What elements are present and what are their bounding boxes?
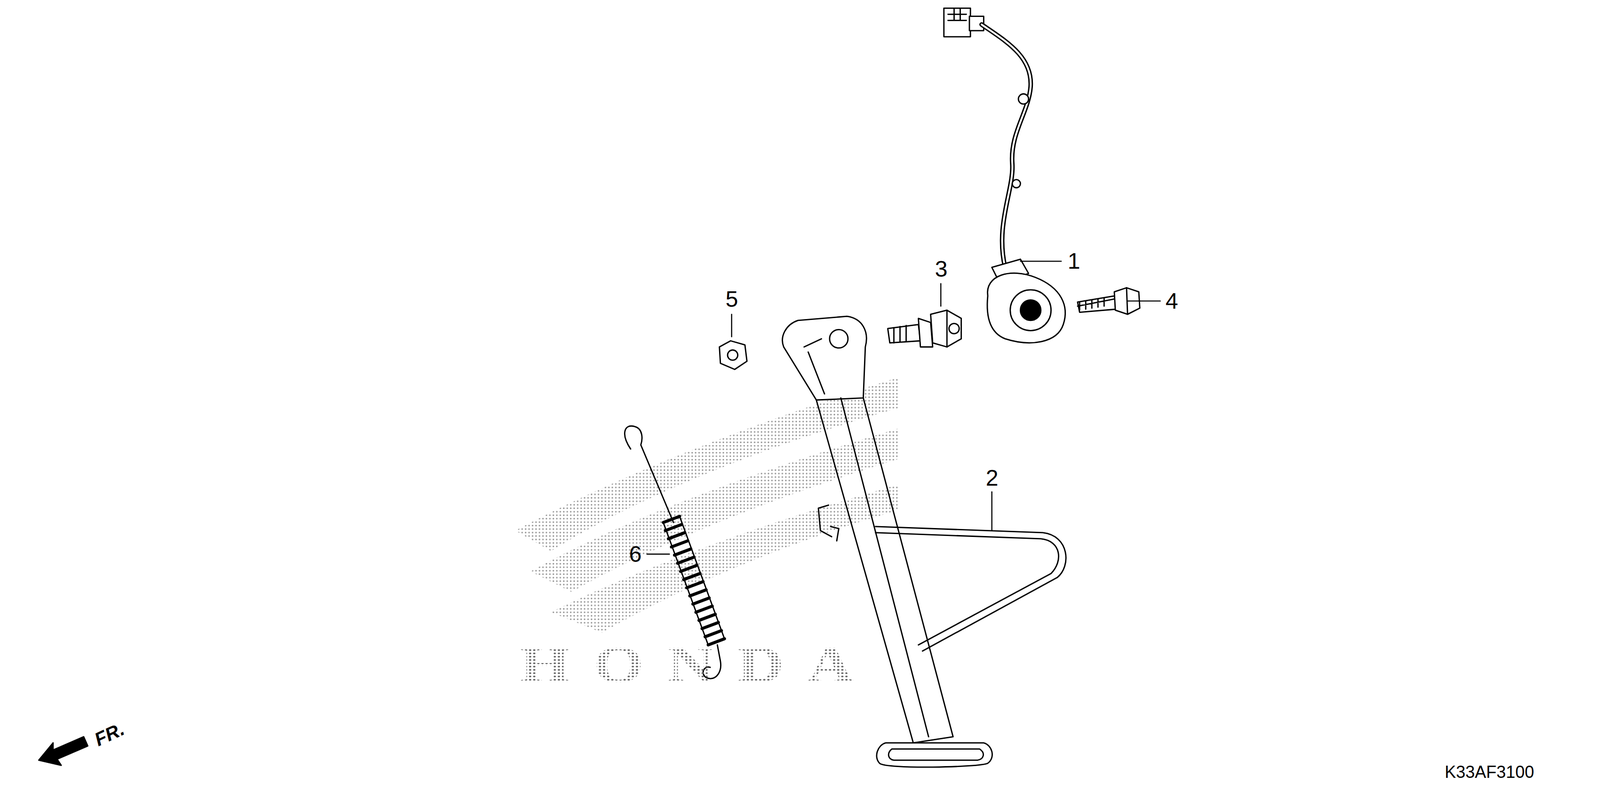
callout-number: 5 xyxy=(725,288,739,311)
brand-watermark: HONDA xyxy=(520,638,878,691)
diagram-code: K33AF3100 xyxy=(1444,763,1535,781)
wing-watermark xyxy=(515,377,898,633)
nut xyxy=(719,340,748,370)
leader-lines xyxy=(647,261,1161,554)
callout-number: 6 xyxy=(629,543,642,566)
side-stand xyxy=(782,316,1066,768)
sidestand-switch xyxy=(944,8,1066,343)
callout-number: 2 xyxy=(985,466,999,490)
front-arrow xyxy=(38,736,88,766)
pivot-bolt xyxy=(888,310,962,347)
callout-number: 1 xyxy=(1067,249,1081,273)
front-direction-label: FR. xyxy=(91,719,127,749)
callout-number: 3 xyxy=(935,257,948,281)
callout-number: 4 xyxy=(1165,289,1179,313)
